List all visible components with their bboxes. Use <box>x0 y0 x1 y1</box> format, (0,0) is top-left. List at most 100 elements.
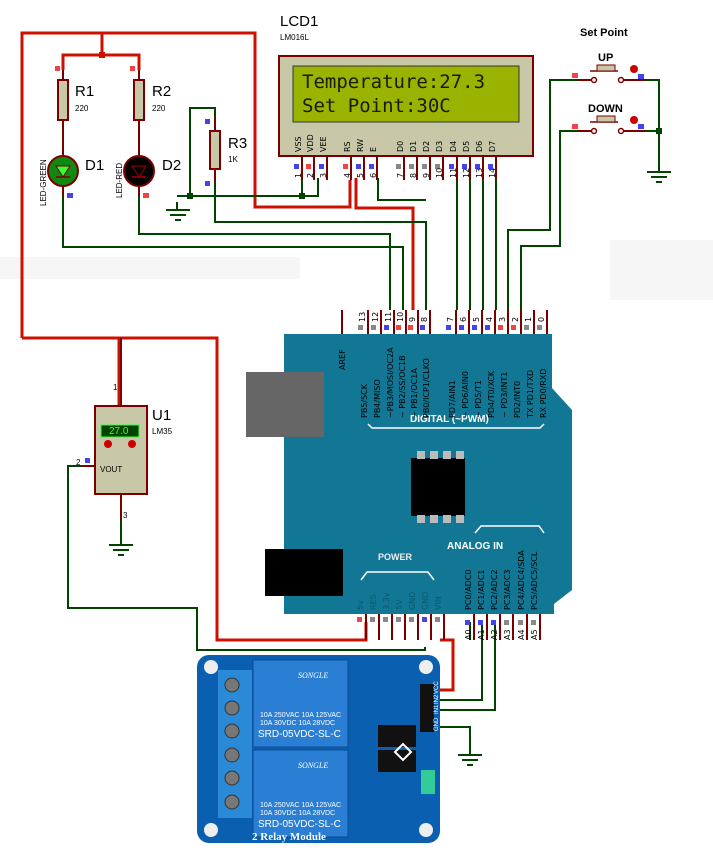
digital-pin-number: 12 <box>371 312 380 322</box>
digital-pin-number: 3 <box>498 317 507 322</box>
digital-pin-number: 6 <box>459 317 468 322</box>
r1-ref: R1 <box>75 83 94 100</box>
power-pin-name: GND <box>421 592 430 610</box>
relay-header-pin-label: GND <box>434 717 440 731</box>
lcd-pin-marker <box>356 164 361 169</box>
digital-pin-number: 4 <box>485 317 494 322</box>
digital-pin-number: 8 <box>420 317 429 322</box>
power-pin-name: 5V <box>395 599 404 610</box>
up-label: UP <box>598 52 613 64</box>
resistor-r2[interactable] <box>130 66 145 155</box>
digital-pin-name: ~ PD6/AIN0 <box>461 371 470 418</box>
lcd-pin-name: D1 <box>409 141 418 152</box>
lcd-pin-marker <box>343 164 348 169</box>
digital-pin-name: PB0/ICP1/CLKO <box>422 358 431 418</box>
digital-pin-number: 7 <box>446 317 455 322</box>
lcd-pin-marker <box>409 164 414 169</box>
relay1-brand: SONGLE <box>298 671 328 680</box>
digital-pin-name: ~PB3/MOSI/OC2A <box>386 347 395 418</box>
lm35-sensor[interactable] <box>82 338 148 520</box>
relay-module[interactable] <box>197 655 440 843</box>
lcd-pin-number: 2 <box>306 173 315 178</box>
lcd-pin-marker <box>396 164 401 169</box>
lcd-pin-marker <box>475 164 480 169</box>
power-title: POWER <box>378 552 413 562</box>
lcd-pin-name: D2 <box>422 141 431 152</box>
lcd-pin-marker <box>306 164 311 169</box>
digital-pin-name: ~ PB2/SS/OC1B <box>398 355 407 418</box>
down-label: DOWN <box>588 103 623 115</box>
analog-pin-name: PC4/ADC4/SDA <box>517 550 526 610</box>
lcd-pin-marker <box>488 164 493 169</box>
digital-pin-name: PD2/INT0 <box>513 381 522 418</box>
digital-pin-number: 10 <box>396 312 405 322</box>
led-red-d2[interactable] <box>123 155 155 198</box>
analog-pin-marker <box>491 620 496 625</box>
lcd-module[interactable] <box>278 55 534 157</box>
power-pin-marker <box>396 617 401 622</box>
lm35-part: LM35 <box>152 427 173 436</box>
arduino-board[interactable] <box>246 334 572 614</box>
relay-header-pin-label: VCC <box>434 681 440 694</box>
lcd-pin-marker <box>435 164 440 169</box>
relay2-brand: SONGLE <box>298 761 328 770</box>
lcd-pin-number: 12 <box>462 168 471 178</box>
relay1-model: SRD-05VDC-SL-C <box>258 729 341 740</box>
relay1-spec2: 10A 30VDC 10A 28VDC <box>260 720 335 727</box>
led-green-d1[interactable] <box>47 155 79 198</box>
lcd-pin-marker <box>319 164 324 169</box>
digital-pin-number: 9 <box>408 317 417 322</box>
lm35-vout-label: VOUT <box>100 465 122 474</box>
digital-title: DIGITAL (~PWM) <box>410 414 489 425</box>
power-pin-name: 5v <box>356 600 365 610</box>
d2-ref: D2 <box>162 157 181 174</box>
digital-pin-number: 5 <box>472 317 481 322</box>
lcd-line-2: Set Point:30C <box>302 95 451 117</box>
lcd-pin-name: VSS <box>294 136 303 152</box>
r2-ref: R2 <box>152 83 171 100</box>
digital-pin-name: PD7/AIN1 <box>448 380 457 418</box>
digital-pin-marker <box>371 325 376 330</box>
r1-value: 220 <box>75 104 89 113</box>
lm35-ref: U1 <box>152 407 171 424</box>
resistor-r1[interactable] <box>55 66 69 155</box>
power-pin-name: RES <box>369 594 378 610</box>
relay2-spec2: 10A 30VDC 10A 28VDC <box>260 810 335 817</box>
relay-module-title: 2 Relay Module <box>252 831 326 843</box>
digital-pin-marker <box>446 325 451 330</box>
digital-pin-name: PB4/MISO <box>373 379 382 418</box>
up-button[interactable] <box>572 64 645 84</box>
lcd-pin-name: VEE <box>319 136 328 152</box>
analog-pin-number: A4 <box>517 629 526 640</box>
digital-pin-marker <box>420 325 425 330</box>
digital-pin-marker <box>358 325 363 330</box>
down-button[interactable] <box>572 115 645 135</box>
junction-dot <box>99 52 105 58</box>
ground-symbol <box>647 171 671 183</box>
analog-pin-number: A0 <box>464 629 473 640</box>
setpoint-title: Set Point <box>580 27 628 39</box>
analog-pin-marker <box>518 620 523 625</box>
analog-title: ANALOG IN <box>447 541 503 552</box>
power-pin-name: GND <box>408 592 417 610</box>
analog-pin-marker <box>531 620 536 625</box>
lcd-pin-name: VDD <box>306 134 315 152</box>
lcd-pin-number: 3 <box>319 173 328 178</box>
power-pin-marker <box>383 617 388 622</box>
resistor-r3[interactable] <box>205 118 221 186</box>
d1-ref: D1 <box>85 157 104 174</box>
lcd-pin-name: D7 <box>488 141 497 152</box>
analog-pin-marker <box>504 620 509 625</box>
analog-pin-number: A2 <box>490 629 499 640</box>
junction-dots <box>187 128 662 199</box>
lm35-pin-2: 2 <box>76 458 81 467</box>
relay2-model: SRD-05VDC-SL-C <box>258 819 341 830</box>
lcd-pin-number: 6 <box>369 173 378 178</box>
d1-type: LED-GREEN <box>39 159 48 206</box>
ground-symbol <box>458 754 482 766</box>
digital-pin-marker <box>511 325 516 330</box>
relay2-spec1: 10A 250VAC 10A 125VAC <box>260 802 341 809</box>
lcd-pin-name: D4 <box>449 141 458 152</box>
